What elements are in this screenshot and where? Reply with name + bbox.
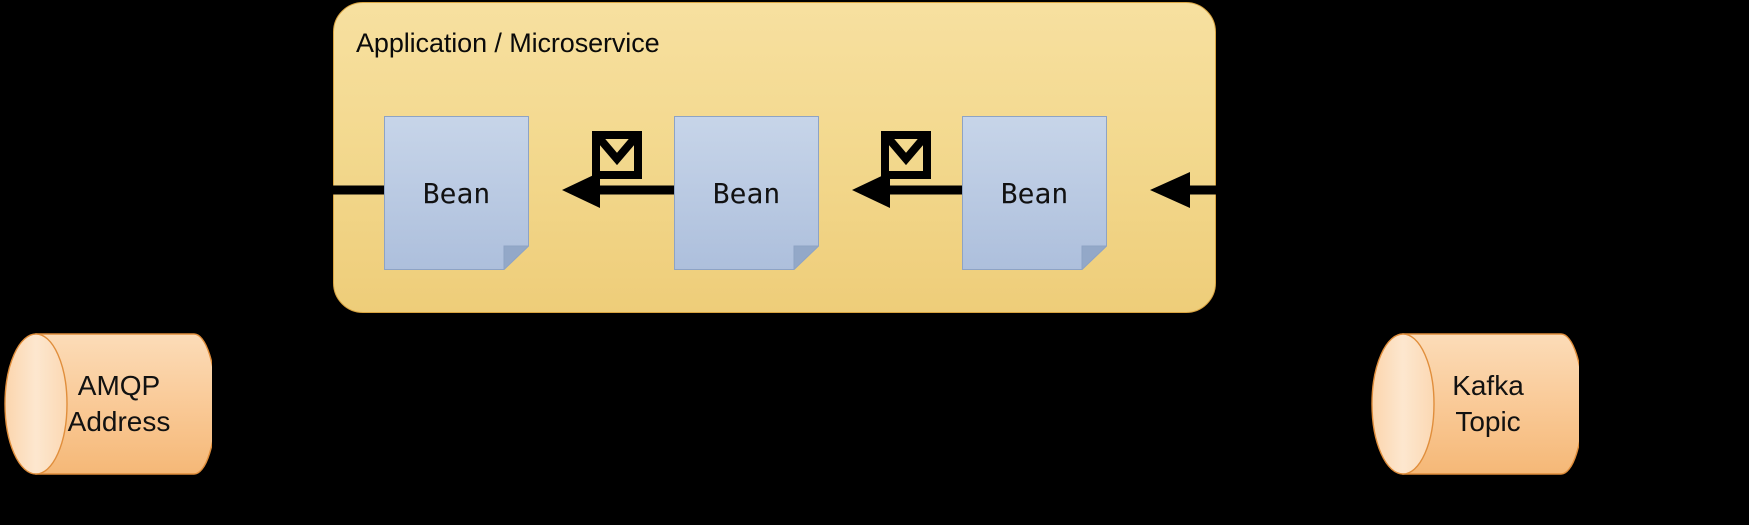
document-shape [674, 116, 819, 270]
envelope-icon [592, 131, 642, 179]
application-container-title: Application / Microservice [356, 28, 660, 58]
document-shape [384, 116, 529, 270]
envelope-icon [881, 131, 931, 179]
bean-node-3[interactable]: Bean [962, 116, 1107, 270]
kafka-topic-endpoint[interactable]: Kafka Topic [1371, 333, 1584, 475]
cylinder-shape [1371, 333, 1584, 475]
bean-node-1[interactable]: Bean [384, 116, 529, 270]
bean-node-2[interactable]: Bean [674, 116, 819, 270]
document-shape [962, 116, 1107, 270]
cylinder-shape [4, 333, 217, 475]
amqp-address-endpoint[interactable]: AMQP Address [4, 333, 217, 475]
